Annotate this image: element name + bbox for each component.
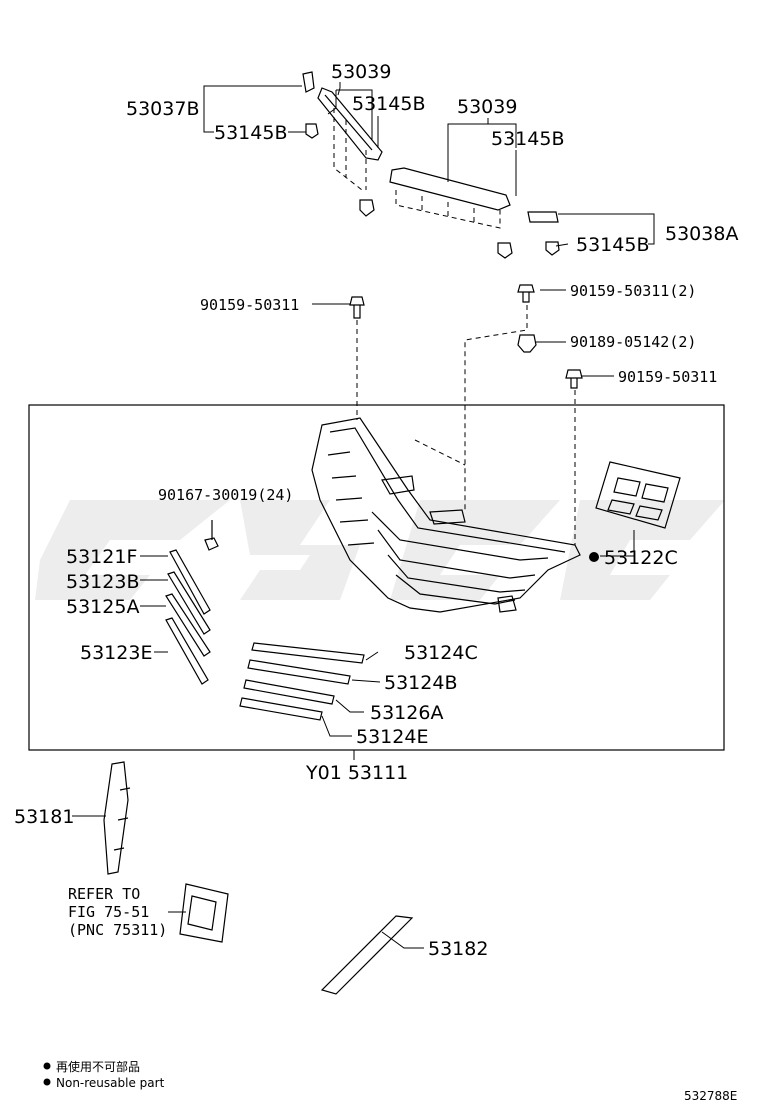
label-53145B-d: 53145B [576, 234, 649, 256]
label-53126A: 53126A [370, 702, 443, 724]
label-90159-b: 90159-50311(2) [570, 282, 696, 300]
cover-53037B [302, 71, 315, 93]
label-53182: 53182 [428, 938, 488, 960]
radiator-grille-53111 [311, 417, 581, 613]
figure-id: 532788E [684, 1089, 737, 1103]
refer-line-3: (PNC 75311) [68, 921, 167, 939]
moulding-53124C [251, 642, 365, 664]
label-53124B: 53124B [384, 672, 457, 694]
cover-53038A [527, 211, 559, 223]
legend-dot-cn [43, 1062, 51, 1070]
refer-line-1: REFER TO [68, 885, 140, 903]
retainer-53039-left [317, 87, 383, 191]
retainer-53039-right [389, 167, 511, 229]
moulding-53124E [239, 697, 323, 721]
label-53123E: 53123E [80, 642, 152, 664]
clip-53145B-c [497, 242, 513, 259]
label-90167: 90167-30019(24) [158, 486, 293, 504]
label-53122C: 53122C [604, 547, 678, 569]
bracket-53122C [595, 461, 681, 529]
label-53145B-b: 53145B [214, 122, 287, 144]
moulding-stack-left [165, 549, 211, 685]
label-53039-b: 53039 [457, 96, 517, 118]
refer-line-2: FIG 75-51 [68, 903, 149, 921]
moulding-53123E [165, 617, 209, 685]
clip-90189 [517, 334, 537, 353]
strip-53181 [103, 761, 131, 875]
label-53121F: 53121F [66, 546, 137, 568]
assembly-frame [28, 404, 725, 751]
label-53125A: 53125A [66, 596, 139, 618]
label-53181: 53181 [14, 806, 74, 828]
watermark-shape-2 [240, 500, 360, 600]
label-53123B: 53123B [66, 571, 139, 593]
label-53038A: 53038A [665, 223, 738, 245]
moulding-53126A [243, 679, 335, 705]
screw-90167 [204, 520, 219, 551]
clip-53145B-d [545, 241, 560, 256]
install-line-4 [414, 439, 466, 466]
moulding-53125A [165, 593, 211, 657]
legend-dot-en [43, 1078, 51, 1086]
label-53124E: 53124E [356, 726, 428, 748]
bolt-90159-a [349, 296, 365, 319]
legend-cn: 再使用不可部品 [56, 1059, 140, 1074]
watermark-shape-3 [390, 500, 560, 600]
watermark-shape-4 [560, 500, 725, 600]
moulding-stack-lower [239, 642, 365, 721]
bolt-90159-c [565, 369, 583, 389]
moulding-53121F [169, 549, 211, 615]
label-53039-a: 53039 [331, 61, 391, 83]
bolt-90159-b [517, 284, 535, 303]
clip-53145B-b [359, 199, 375, 217]
label-53124C: 53124C [404, 642, 478, 664]
non-reusable-dot-53122C [589, 552, 599, 562]
label-53145B-c: 53145B [491, 128, 564, 150]
legend-en: Non-reusable part [56, 1076, 165, 1090]
label-90159-a: 90159-50311 [200, 296, 299, 314]
install-line-2 [464, 305, 528, 510]
leader-lines [72, 82, 655, 949]
garnish-53182 [320, 915, 414, 995]
label-90189: 90189-05142(2) [570, 333, 696, 351]
label-90159-c: 90159-50311 [618, 368, 717, 386]
watermark-logo [35, 500, 725, 600]
moulding-53124B [247, 659, 351, 685]
label-53037B: 53037B [126, 98, 199, 120]
assembly-label: Y01 53111 [305, 762, 408, 784]
moulding-53123B [167, 571, 211, 635]
emblem-reference [179, 883, 229, 943]
watermark-shape-1 [35, 500, 230, 600]
label-53145B-a: 53145B [352, 93, 425, 115]
clip-53145B-a [305, 123, 319, 139]
